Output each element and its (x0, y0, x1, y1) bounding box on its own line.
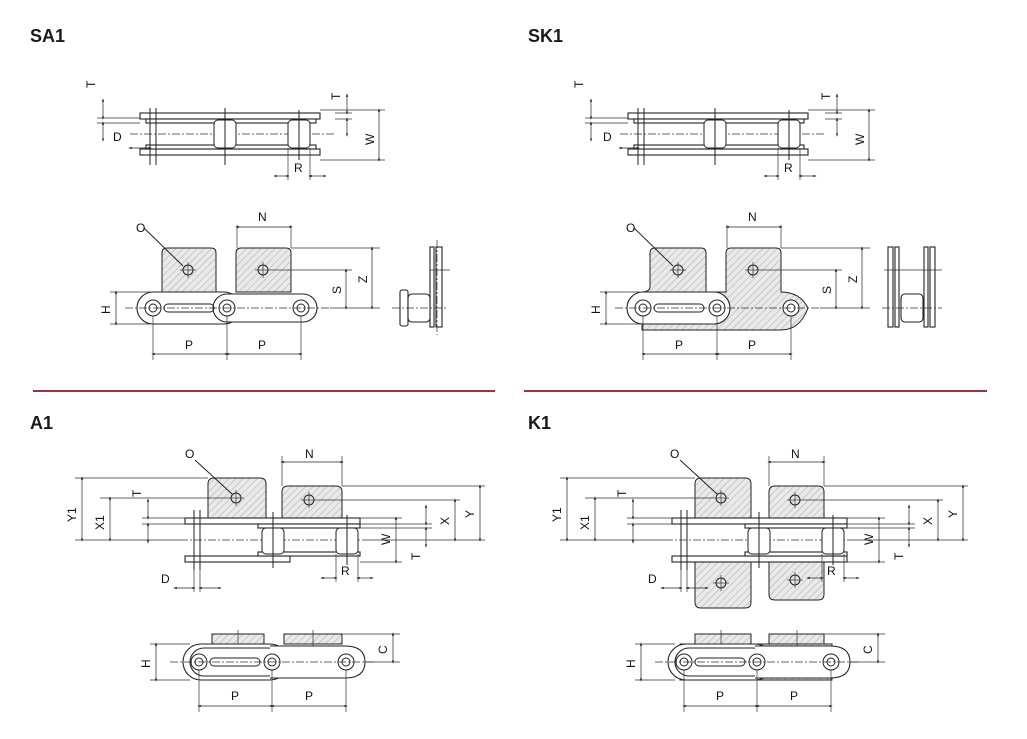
k1-label-X1: X1 (578, 515, 592, 530)
a1-label-H: H (139, 659, 153, 668)
sk1-label-P2: P (748, 338, 756, 352)
sa1-top-view (97, 93, 385, 180)
a1-label-T: T (130, 489, 144, 497)
sa1-side-view (392, 240, 450, 335)
sk1-side-view (882, 246, 942, 328)
sa1-label-T: T (84, 80, 98, 88)
k1-label-P1: P (716, 689, 724, 703)
k1-label-T2: T (892, 552, 906, 560)
sk1-label-W: W (853, 133, 867, 145)
sk1-front-view (600, 225, 870, 360)
a1-label-Y1: Y1 (65, 507, 79, 522)
k1-top-view (560, 456, 968, 609)
sk1-label-P1: P (675, 338, 683, 352)
a1-drawing: Y1 X1 T O N D R W T X Y H C P P (65, 447, 485, 712)
a1-label-Y: Y (463, 510, 477, 518)
sk1-label-R: R (784, 161, 793, 175)
k1-label-P2: P (790, 689, 798, 703)
k1-label-X: X (921, 517, 935, 525)
sa1-label-Z: Z (356, 276, 370, 283)
k1-label-Y1: Y1 (550, 507, 564, 522)
panel-title-sa1: SA1 (30, 26, 66, 46)
panel-title-k1: K1 (528, 413, 552, 433)
sa1-label-P1: P (185, 338, 193, 352)
a1-top-view (75, 456, 485, 592)
a1-label-T2: T (409, 552, 423, 560)
a1-label-W: W (379, 533, 393, 545)
sa1-label-H: H (99, 305, 113, 314)
a1-label-N: N (305, 447, 314, 461)
k1-label-T: T (615, 489, 629, 497)
a1-label-D: D (161, 572, 170, 586)
k1-label-N: N (791, 447, 800, 461)
k1-label-Y: Y (946, 510, 960, 518)
a1-label-P2: P (305, 689, 313, 703)
sa1-label-R: R (294, 161, 303, 175)
sk1-label-N: N (748, 210, 757, 224)
sa1-label-O: O (136, 221, 145, 235)
k1-label-C: C (861, 645, 875, 654)
sk1-label-Z: Z (846, 276, 860, 283)
a1-front-view (150, 630, 400, 712)
a1-label-X1: X1 (93, 515, 107, 530)
a1-label-X: X (438, 517, 452, 525)
a1-label-C: C (376, 645, 390, 654)
sk1-top-view (585, 93, 875, 180)
k1-label-H: H (624, 659, 638, 668)
sa1-label-S: S (330, 286, 344, 294)
k1-label-O: O (670, 447, 679, 461)
sa1-label-N: N (258, 210, 267, 224)
a1-label-R: R (341, 564, 350, 578)
panel-title-a1: A1 (30, 413, 54, 433)
sa1-label-W: W (363, 133, 377, 145)
sa1-front-view (110, 225, 380, 360)
sa1-label-D: D (113, 130, 122, 144)
sk1-label-D: D (603, 130, 612, 144)
sa1-label-P2: P (258, 338, 266, 352)
sa1-drawing: T D T W R N O H S Z P P (84, 80, 450, 360)
sk1-label-T: T (572, 80, 586, 88)
k1-label-W: W (862, 533, 876, 545)
a1-label-P1: P (231, 689, 239, 703)
sa1-label-T2: T (329, 92, 343, 100)
section-divider-right (524, 390, 987, 392)
k1-drawing: Y1 X1 T O N D R W T X Y H C P P (550, 447, 968, 712)
sk1-label-O: O (626, 221, 635, 235)
sk1-drawing: T D T W R N O H S Z P P (572, 80, 942, 360)
k1-label-R: R (827, 564, 836, 578)
sk1-label-S: S (820, 286, 834, 294)
sk1-label-H: H (589, 305, 603, 314)
sk1-label-T2: T (819, 92, 833, 100)
k1-label-D: D (648, 572, 657, 586)
a1-label-O: O (185, 447, 194, 461)
section-divider-left (33, 390, 495, 392)
panel-title-sk1: SK1 (528, 26, 564, 46)
k1-front-view (635, 630, 885, 712)
